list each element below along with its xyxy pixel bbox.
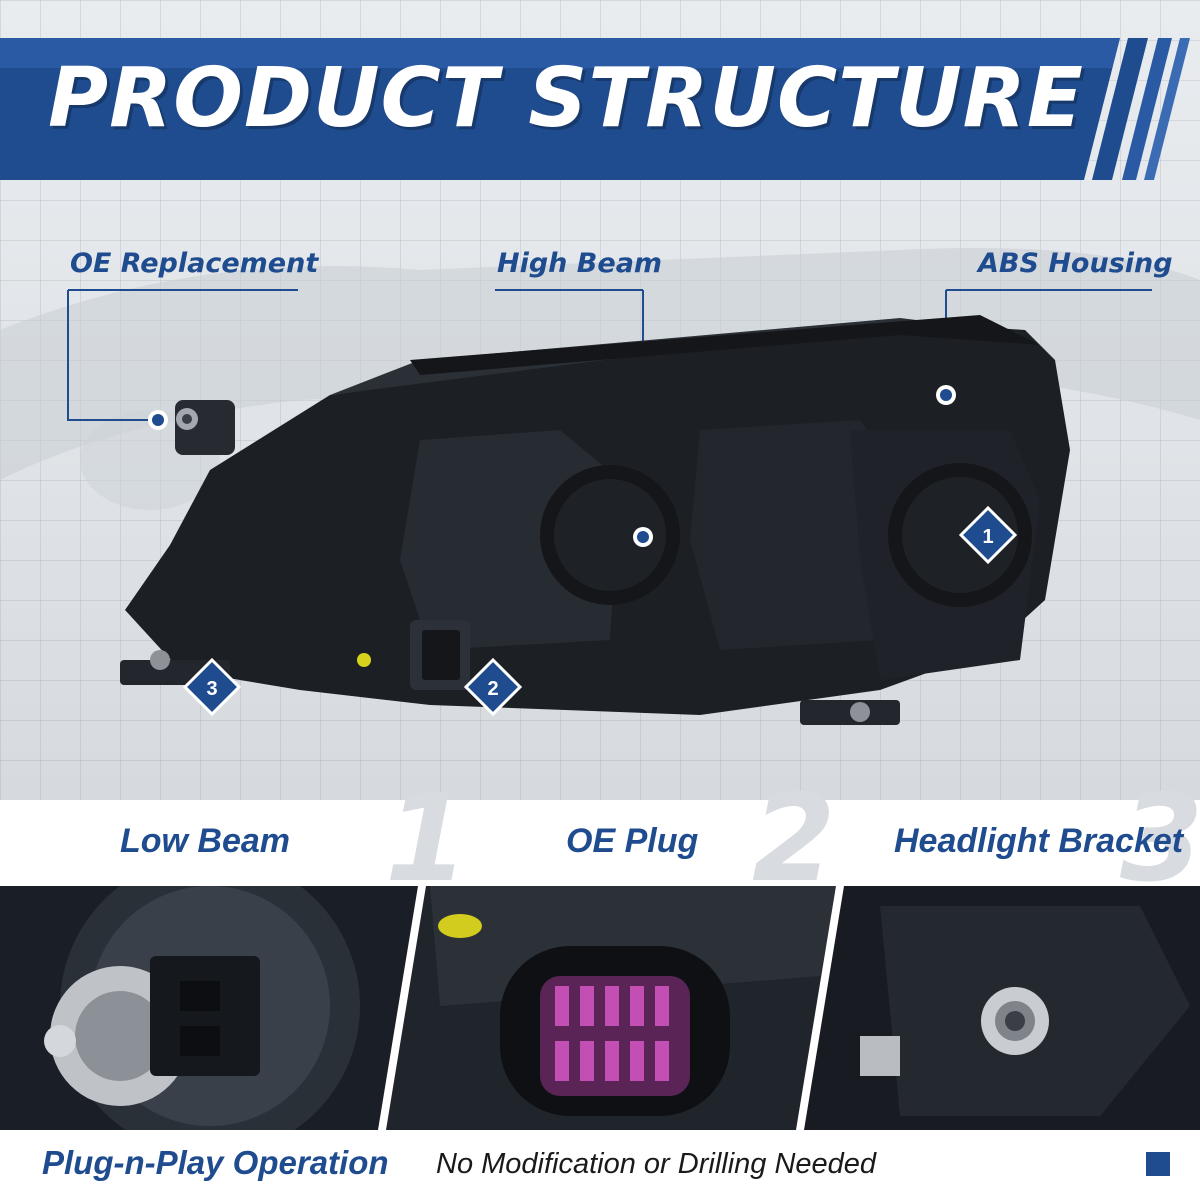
footer-note: No Modification or Drilling Needed: [436, 1148, 877, 1180]
marker-2-label: 2: [487, 678, 498, 700]
footer-highlight: Plug-n-Play Operation: [42, 1144, 389, 1181]
product-diagram-area: PRODUCT STRUCTURE OE Replacement High Be…: [0, 0, 1200, 800]
marker-3: 3: [182, 657, 242, 717]
marker-2: 2: [463, 657, 523, 717]
footer-band: [0, 1130, 1200, 1200]
callout-high-beam: High Beam: [497, 248, 663, 279]
high-beam-cap: [540, 465, 680, 605]
callout-dots: [148, 385, 956, 547]
photo-low-beam: [0, 886, 420, 1130]
photo-oe-plug: [385, 886, 838, 1130]
marker-3-label: 3: [206, 678, 217, 700]
footer-accent-square: [1146, 1152, 1170, 1176]
callout-oe-replacement: OE Replacement: [70, 248, 319, 279]
headlight-assembly-image: 1 2 3: [67, 289, 1152, 725]
feature-number-2: 2: [752, 770, 836, 909]
marker-1: 1: [958, 505, 1018, 565]
detail-photos: [0, 886, 1200, 1130]
feature-number-1: 1: [385, 770, 469, 909]
callout-abs-housing: ABS Housing: [978, 248, 1173, 279]
marker-1-label: 1: [982, 526, 993, 548]
title-banner: [0, 38, 1190, 180]
feature-label-low-beam: Low Beam: [120, 822, 291, 860]
detail-photos-image: [0, 886, 1200, 1130]
photo-headlight-bracket: [802, 886, 1200, 1130]
feature-number-3: 3: [1120, 770, 1200, 909]
page-title: PRODUCT STRUCTURE: [48, 51, 1084, 146]
feature-label-band: [0, 800, 1200, 888]
feature-label-headlight-bracket: Headlight Bracket: [894, 822, 1184, 860]
feature-label-oe-plug: OE Plug: [566, 822, 699, 860]
